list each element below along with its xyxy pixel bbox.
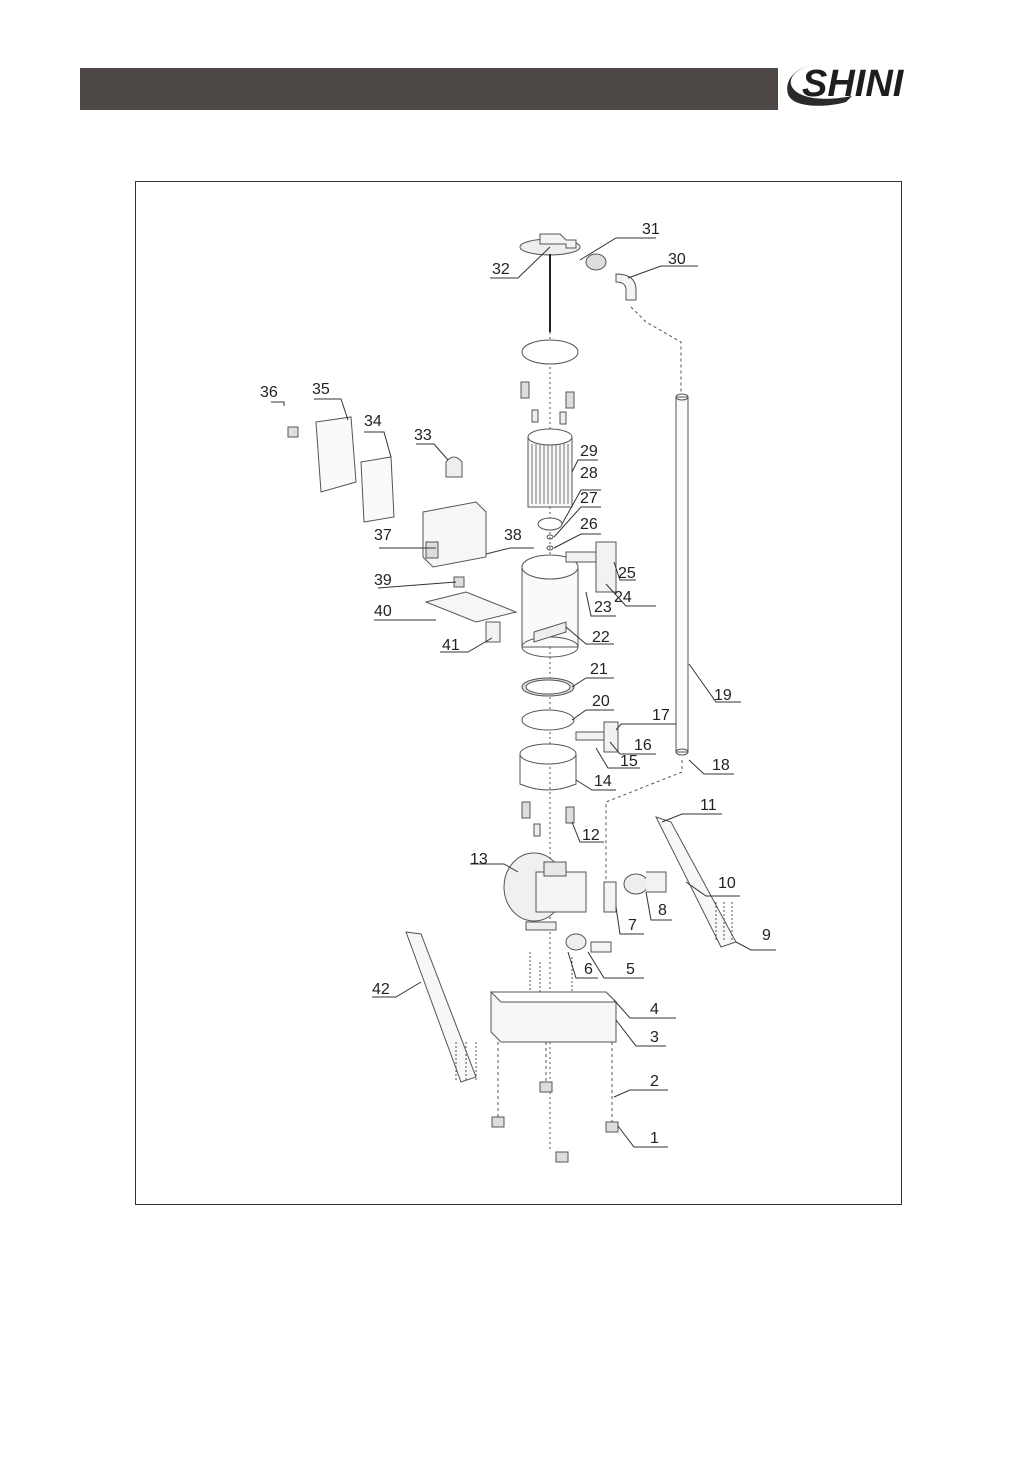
part-label-21: 21: [590, 661, 608, 678]
part-label-39: 39: [374, 572, 392, 589]
part-label-38: 38: [504, 527, 522, 544]
part-label-30: 30: [668, 251, 686, 268]
part-label-8: 8: [658, 902, 667, 919]
part-label-1: 1: [650, 1130, 659, 1147]
part-label-35: 35: [312, 381, 330, 398]
part-label-6: 6: [584, 961, 593, 978]
part-label-22: 22: [592, 629, 610, 646]
part-label-37: 37: [374, 527, 392, 544]
part-label-41: 41: [442, 637, 460, 654]
part-label-19: 19: [714, 687, 732, 704]
part-label-23: 23: [594, 599, 612, 616]
part-label-14: 14: [594, 773, 612, 790]
logo-mark: SHINI: [782, 52, 952, 112]
part-label-25: 25: [618, 565, 636, 582]
part-label-40: 40: [374, 603, 392, 620]
part-label-33: 33: [414, 427, 432, 444]
part-label-34: 34: [364, 413, 382, 430]
part-label-31: 31: [642, 221, 660, 238]
part-label-24: 24: [614, 589, 632, 606]
part-label-4: 4: [650, 1001, 659, 1018]
part-label-10: 10: [718, 875, 736, 892]
shini-logo: SHINI: [782, 52, 952, 112]
logo-text: SHINI: [802, 63, 905, 105]
part-label-13: 13: [470, 851, 488, 868]
part-label-9: 9: [762, 927, 771, 944]
part-label-28: 28: [580, 465, 598, 482]
part-label-26: 26: [580, 516, 598, 533]
part-label-11: 11: [700, 797, 717, 814]
part-label-36: 36: [260, 384, 278, 401]
header-bar: [80, 68, 778, 110]
part-label-3: 3: [650, 1029, 659, 1046]
exploded-parts-diagram: 31 30 32 36 35 34 33 29 28 27 26 25 24 2…: [135, 181, 902, 1205]
part-label-5: 5: [626, 961, 635, 978]
part-label-29: 29: [580, 443, 598, 460]
part-label-12: 12: [582, 827, 600, 844]
part-label-2: 2: [650, 1073, 659, 1090]
part-label-7: 7: [628, 917, 637, 934]
part-label-27: 27: [580, 490, 598, 507]
part-label-20: 20: [592, 693, 610, 710]
part-label-18: 18: [712, 757, 730, 774]
part-label-16: 16: [634, 737, 652, 754]
part-label-15: 15: [620, 753, 638, 770]
part-label-32: 32: [492, 261, 510, 278]
part-label-17: 17: [652, 707, 670, 724]
part-label-42: 42: [372, 981, 390, 998]
diagram-canvas: 31 30 32 36 35 34 33 29 28 27 26 25 24 2…: [136, 182, 903, 1206]
